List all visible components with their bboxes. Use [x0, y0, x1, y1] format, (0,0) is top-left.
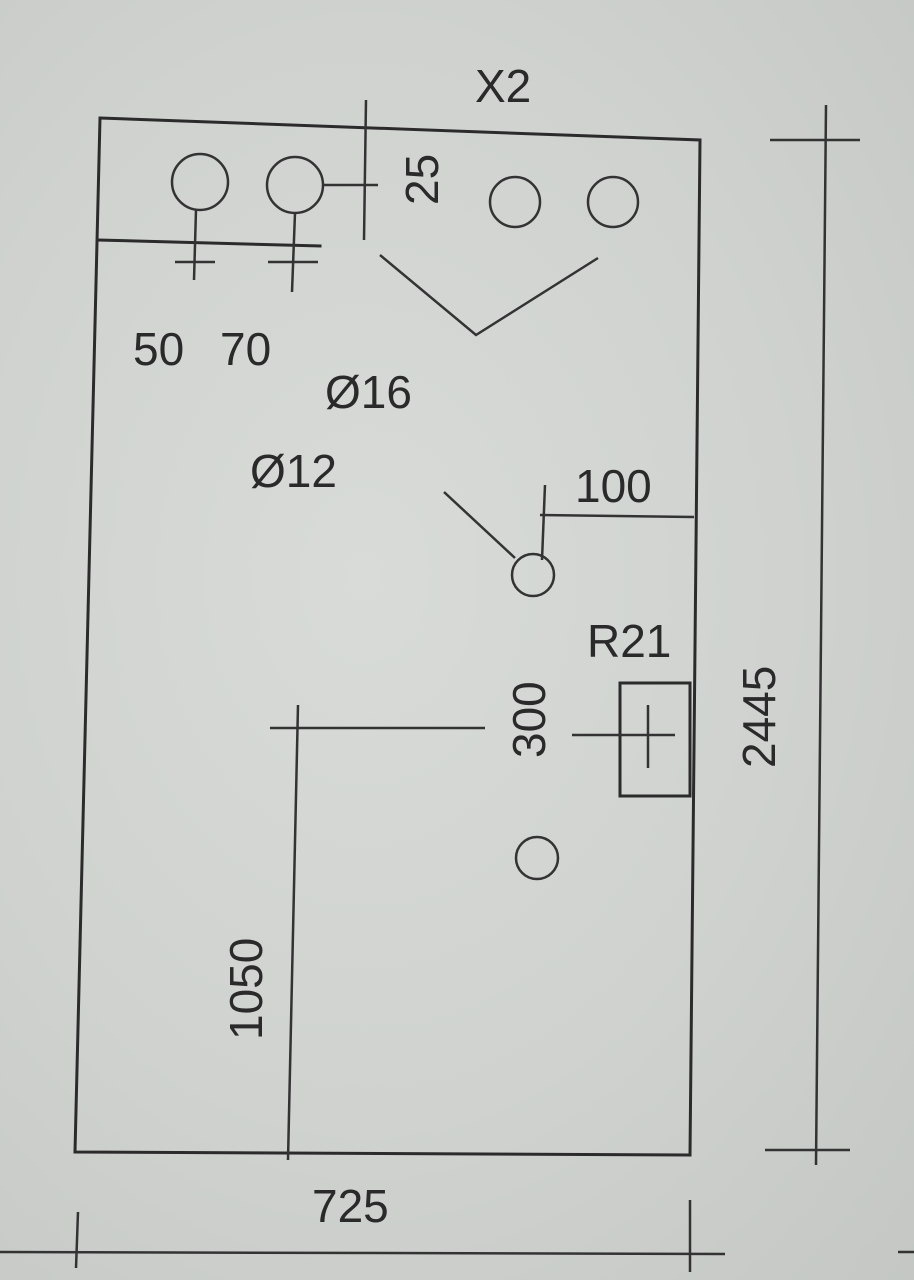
dim-1050-label: 1050	[220, 938, 272, 1040]
top-band-line	[96, 238, 322, 248]
dim-25-label: 25	[396, 154, 448, 205]
hole-top-1	[170, 152, 230, 212]
dim-2445-label: 2445	[733, 666, 785, 768]
cutout-label: R21	[587, 615, 671, 667]
dim-1050-line	[286, 704, 300, 1161]
dim-70-label: 70	[220, 323, 271, 375]
dim-300-label: 300	[503, 681, 555, 758]
diam-small-label: Ø12	[250, 445, 337, 497]
panel-outline	[73, 116, 702, 1157]
diam-large-label: Ø16	[325, 366, 412, 418]
hole-small-2	[514, 835, 560, 881]
leader-diam-large	[379, 254, 599, 337]
hole-top-3	[488, 175, 542, 229]
dim-725-line	[0, 1250, 726, 1256]
hole2-leader	[290, 212, 297, 293]
hole-small-1	[510, 552, 556, 598]
hole-top-4	[586, 175, 640, 229]
dim-100-line	[539, 513, 695, 519]
dim-725-tick-left	[74, 1211, 80, 1269]
cutout-r21	[618, 681, 692, 798]
dim-100-label: 100	[575, 460, 652, 512]
hole1-leader	[192, 209, 198, 281]
dim-25-line	[362, 99, 368, 241]
hole-top-2	[265, 155, 325, 215]
dim-725-label: 725	[312, 1180, 389, 1232]
dim-100-tick	[540, 484, 547, 561]
dim-2445-line	[814, 104, 828, 1166]
label-x2: X2	[475, 60, 531, 112]
leader-diam-small	[443, 491, 516, 559]
dim-50-label: 50	[133, 323, 184, 375]
